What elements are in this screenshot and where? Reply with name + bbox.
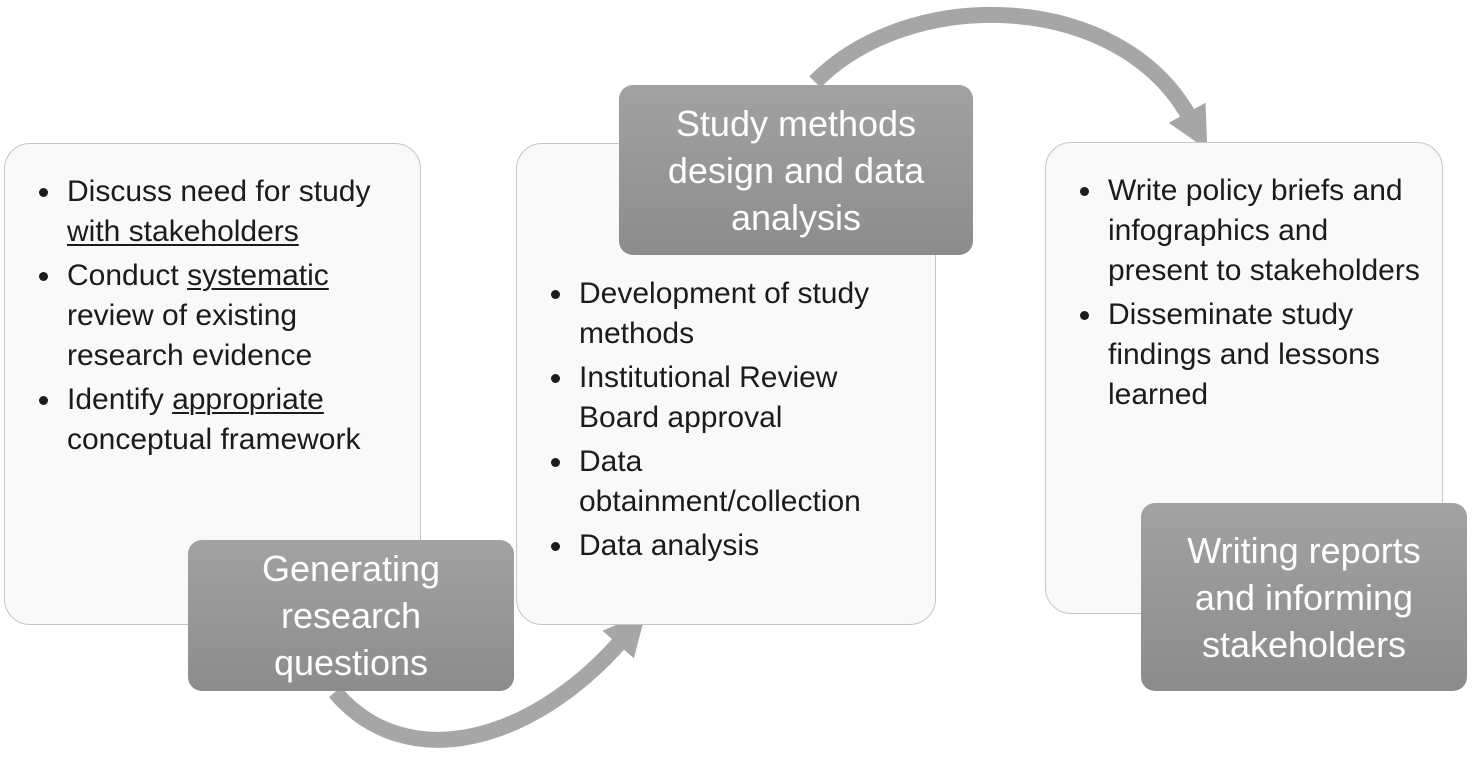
stage-1-title-box: Generating research questions: [188, 540, 514, 691]
stage-3-bullet: Disseminate study findings and lessons l…: [1070, 295, 1432, 415]
stage-2-bullet: Institutional Review Board approval: [541, 358, 921, 438]
stage-3-bullet: Write policy briefs and infographics and…: [1070, 171, 1432, 291]
stage-2-bullet-list: Development of study methods Institution…: [541, 274, 921, 566]
stage-3-bullet-list: Write policy briefs and infographics and…: [1070, 171, 1432, 415]
stage-3-title-box: Writing reports and informing stakeholde…: [1141, 503, 1467, 691]
stage-2-bullet: Data obtainment/collection: [541, 442, 921, 522]
stage-2-title-box: Study methods design and data analysis: [619, 85, 973, 255]
arrow-stage1-to-stage2: [328, 612, 646, 748]
stage-2-bullet: Data analysis: [541, 526, 921, 566]
arrow-stage2-to-stage3: [809, 7, 1208, 150]
stage-1-bullet: Conduct systematic review of existing re…: [29, 256, 400, 376]
stage-1-bullet-list: Discuss need for study with stakeholders…: [29, 172, 400, 460]
stage-1-bullet: Discuss need for study with stakeholders: [29, 172, 400, 252]
stage-2-bullet: Development of study methods: [541, 274, 921, 354]
stage-1-bullet: Identify appropriate conceptual framewor…: [29, 380, 400, 460]
